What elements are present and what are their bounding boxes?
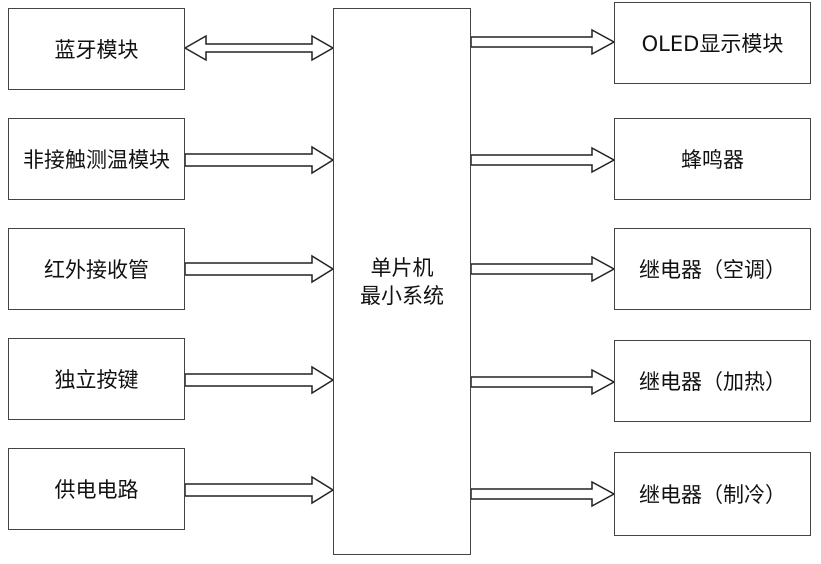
contactless-thermometer-box: 非接触测温模块 <box>8 118 185 200</box>
independent-keys-label: 独立按键 <box>54 368 139 392</box>
arrow-ir-receiver-to-mcu <box>184 254 335 284</box>
arrow-thermometer-to-mcu <box>184 145 335 175</box>
relay-ac-label: 继电器（空调） <box>639 258 786 282</box>
oled-display-label: OLED显示模块 <box>641 32 784 56</box>
relay-ac-box: 继电器（空调） <box>614 228 811 310</box>
independent-keys-box: 独立按键 <box>8 338 185 420</box>
buzzer-label: 蜂鸣器 <box>681 148 744 172</box>
relay-cooling-label: 继电器（制冷） <box>639 483 786 507</box>
mcu-label-line2: 最小系统 <box>360 283 444 308</box>
mcu-label-line1: 单片机 <box>370 255 434 280</box>
arrow-mcu-to-relay-ac <box>470 255 616 283</box>
arrow-mcu-to-relay-cool <box>470 480 616 508</box>
bluetooth-module-label: 蓝牙模块 <box>54 38 139 62</box>
relay-heating-box: 继电器（加热） <box>614 340 811 422</box>
relay-cooling-box: 继电器（制冷） <box>614 452 811 536</box>
contactless-thermometer-label: 非接触测温模块 <box>23 148 170 172</box>
ir-receiver-box: 红外接收管 <box>8 228 185 310</box>
oled-display-box: OLED显示模块 <box>614 2 811 84</box>
buzzer-box: 蜂鸣器 <box>614 118 811 200</box>
relay-heating-label: 继电器（加热） <box>639 370 786 394</box>
power-circuit-box: 供电电路 <box>8 448 185 530</box>
arrow-keys-to-mcu <box>184 365 335 395</box>
arrow-mcu-to-relay-heat <box>470 368 616 396</box>
arrow-mcu-to-oled <box>470 28 616 56</box>
ir-receiver-label: 红外接收管 <box>44 258 149 282</box>
arrow-mcu-to-buzzer <box>470 146 616 174</box>
arrow-bluetooth-bidirectional <box>183 34 335 62</box>
bluetooth-module-box: 蓝牙模块 <box>8 8 185 90</box>
power-circuit-label: 供电电路 <box>54 478 139 502</box>
arrow-power-to-mcu <box>184 475 335 505</box>
mcu-minimum-system-box: 单片机 最小系统 <box>333 8 471 555</box>
